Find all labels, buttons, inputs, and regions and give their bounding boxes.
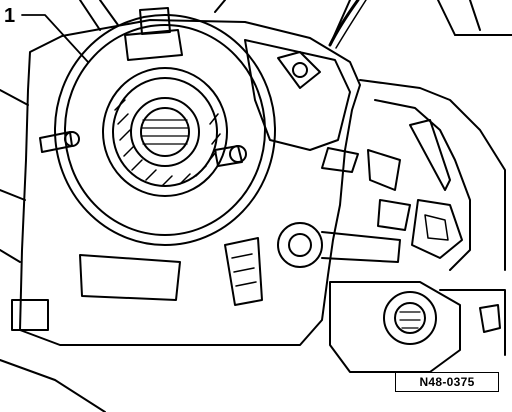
wiring-harness xyxy=(328,0,367,49)
callout-label-1: 1 xyxy=(4,5,15,27)
figure-reference-code: N48-0375 xyxy=(395,372,499,392)
housing-plate xyxy=(11,19,361,346)
callout-leader-line xyxy=(21,14,89,63)
lower-mechanism xyxy=(224,222,506,373)
clock-spring-disc xyxy=(39,7,276,246)
steering-column-area xyxy=(359,79,506,271)
